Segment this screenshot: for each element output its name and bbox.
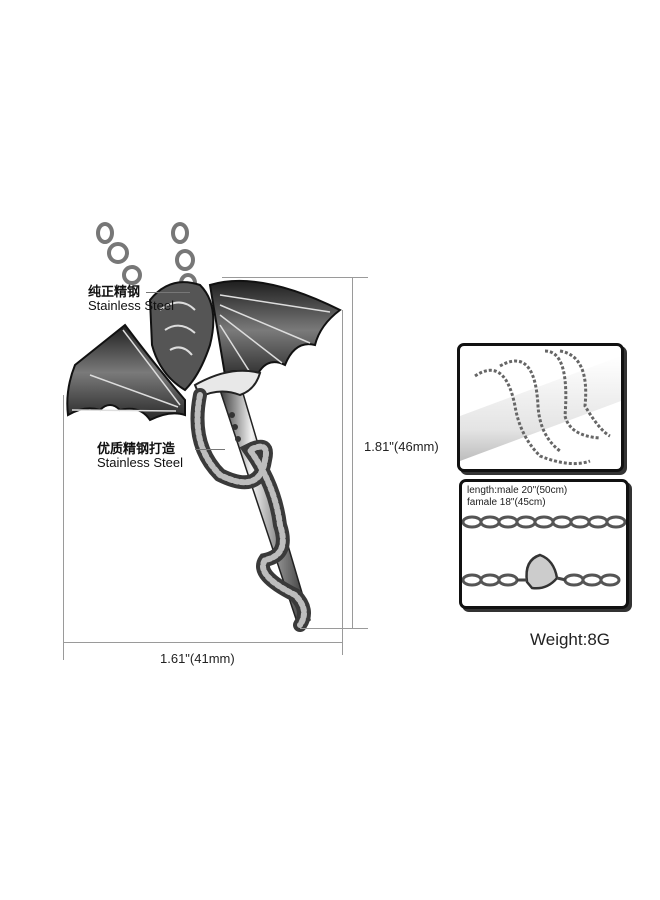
height-dimension-label: 1.81"(46mm): [364, 439, 439, 454]
height-dimension-top-tick: [222, 277, 368, 278]
width-dimension-line: [63, 642, 343, 643]
callout-2-cn: 优质精钢打造: [97, 441, 176, 456]
sword-crossguard: [193, 369, 262, 399]
chain-photo-2: length:male 20"(50cm) famale 18"(45cm): [459, 479, 629, 609]
chain-links: [96, 222, 197, 293]
height-dimension-line: [352, 277, 353, 629]
callout-2-leader: [195, 449, 225, 450]
dragon-pendant-image: [66, 222, 342, 632]
dragon-head: [148, 281, 215, 392]
callout-1-leader: [146, 292, 190, 293]
weight-label: Weight:8G: [530, 630, 611, 649]
height-dimension-bottom-tick: [300, 628, 368, 629]
callout-1-cn: 纯正精钢: [88, 284, 141, 299]
chain-clasp-image: [462, 515, 626, 590]
callout-1-en: Stainless Steel: [88, 298, 174, 313]
chain-on-cylinder-image: [460, 349, 621, 466]
lobster-clasp: [525, 553, 559, 590]
width-dimension-label: 1.61"(41mm): [160, 651, 235, 666]
height-extension-line: [342, 310, 343, 655]
chain-photo-1: [457, 343, 624, 472]
callout-2-en: Stainless Steel: [97, 455, 183, 470]
chain-length-female: famale 18"(45cm): [467, 497, 546, 508]
width-extension-left: [63, 395, 64, 660]
chain-length-male: length:male 20"(50cm): [467, 485, 568, 496]
